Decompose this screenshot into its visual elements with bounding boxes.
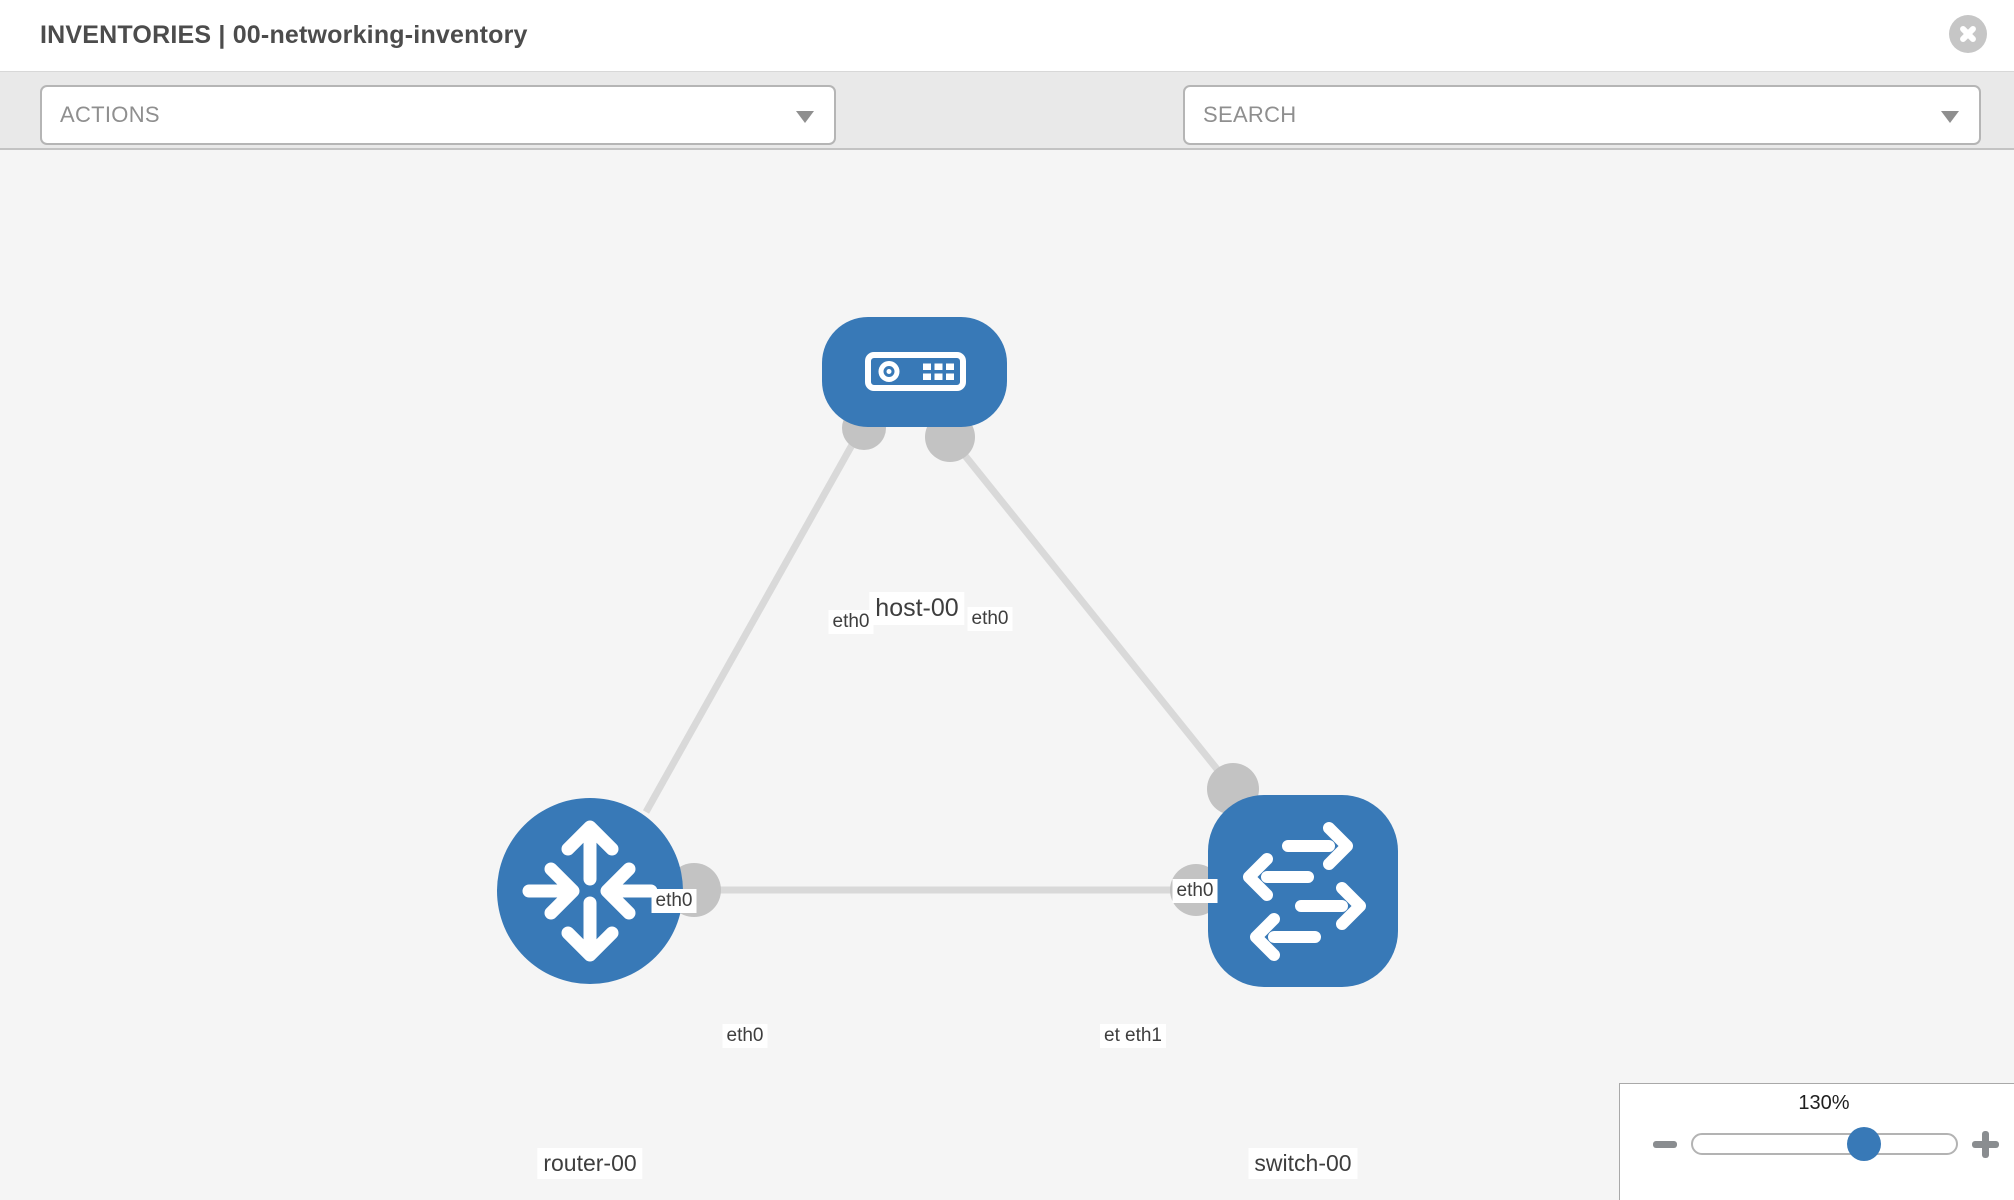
- host-icon: [865, 352, 966, 391]
- interface-label: eth0: [967, 607, 1013, 631]
- topology-canvas[interactable]: eth0 host-00 eth0 eth0 eth0 eth0 eth0 et…: [0, 152, 2014, 1200]
- link-host-router[interactable]: [642, 418, 870, 814]
- zoom-slider-track[interactable]: [1691, 1133, 1958, 1155]
- page-title: INVENTORIES | 00-networking-inventory: [40, 21, 528, 49]
- search-dropdown-label: SEARCH: [1203, 102, 1297, 127]
- zoom-level-value: 130%: [1798, 1092, 1850, 1114]
- node-label-host: host-00: [869, 592, 965, 625]
- switch-icon: [1243, 822, 1366, 961]
- zoom-out-button[interactable]: [1653, 1141, 1677, 1148]
- interface-label: eth0: [828, 610, 874, 634]
- search-dropdown[interactable]: SEARCH: [1183, 85, 1981, 145]
- interface-label: eth0: [651, 889, 697, 913]
- link-host-switch[interactable]: [947, 434, 1236, 792]
- header: INVENTORIES | 00-networking-inventory: [0, 0, 2014, 71]
- node-router-00[interactable]: [497, 798, 683, 984]
- link-lines: [642, 418, 1236, 894]
- interface-connectors: [667, 406, 1259, 917]
- node-switch-00[interactable]: [1208, 795, 1398, 987]
- actions-dropdown-label: ACTIONS: [60, 102, 160, 127]
- chevron-down-icon: [1941, 111, 1959, 123]
- toolbar: ACTIONS SEARCH: [0, 71, 2014, 207]
- close-icon[interactable]: [1949, 15, 1987, 53]
- interface-label: eth0: [1172, 879, 1218, 903]
- router-icon: [522, 820, 658, 962]
- zoom-slider-thumb[interactable]: [1847, 1127, 1881, 1161]
- interface-label: eth1: [1121, 1024, 1166, 1048]
- interface-label: eth0: [722, 1024, 768, 1048]
- topology-graph: [497, 317, 1398, 987]
- zoom-in-button[interactable]: [1972, 1131, 1999, 1158]
- node-host-00[interactable]: [822, 317, 1007, 427]
- node-label-switch: switch-00: [1248, 1148, 1358, 1179]
- node-label-router: router-00: [537, 1148, 643, 1179]
- chevron-down-icon: [796, 111, 814, 123]
- zoom-control-panel: 130%: [1619, 1083, 2014, 1200]
- actions-dropdown[interactable]: ACTIONS: [40, 85, 836, 145]
